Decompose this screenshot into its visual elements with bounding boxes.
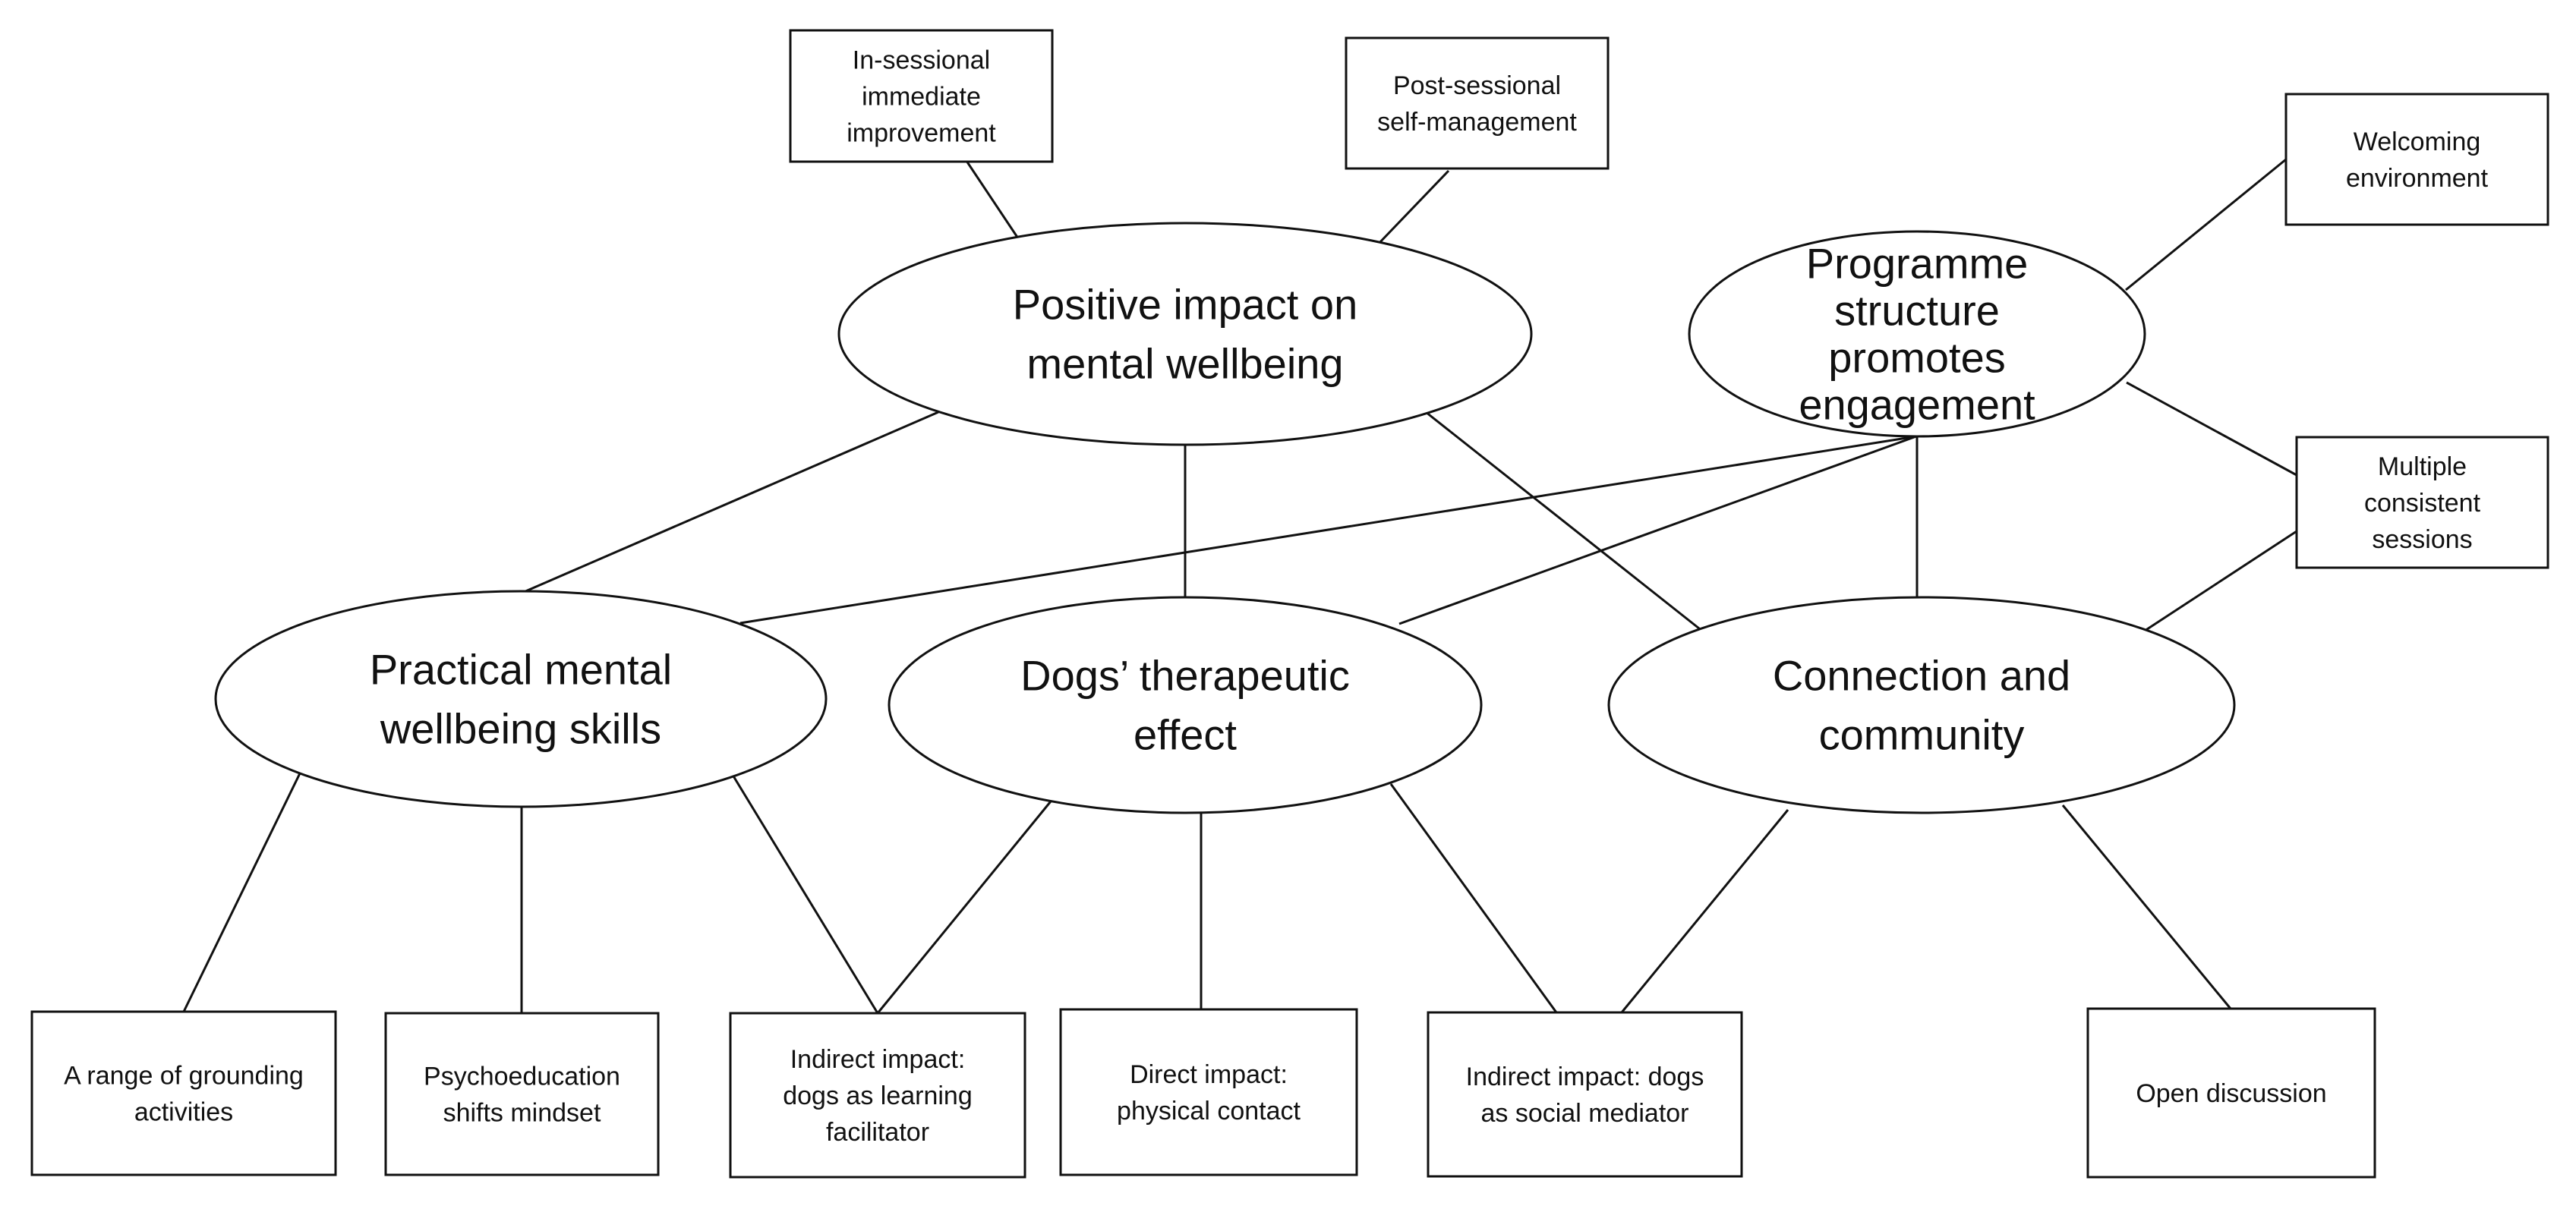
connector-line (1389, 783, 1558, 1013)
theme-ellipse (837, 222, 1533, 446)
subtheme-social: Indirect impact: dogs as social mediator (1427, 1011, 1743, 1178)
theme-label-line: Practical mental (370, 646, 672, 694)
connector-line (1398, 435, 1917, 625)
subtheme-label-line: Multiple (2378, 452, 2467, 481)
theme-positive: Positive impact on mental wellbeing (837, 222, 1533, 446)
connector-line (965, 160, 1023, 244)
connector-line (2142, 530, 2297, 634)
subtheme-box (789, 29, 1054, 163)
subtheme-label-line: physical contact (1117, 1097, 1301, 1126)
subtheme-label-line: Indirect impact: dogs (1466, 1063, 1704, 1091)
connector-line (2126, 381, 2297, 477)
subtheme-learning: Indirect impact: dogs as learning facilita… (729, 1012, 1026, 1179)
connector-line (1375, 169, 1450, 247)
connector-line (731, 774, 879, 1014)
subtheme-box (1059, 1008, 1358, 1176)
subtheme-multiple: Multiple consistent sessions (2295, 436, 2549, 569)
subtheme-box (1345, 36, 1610, 170)
connector-line (739, 435, 1917, 625)
subtheme-grounding: A range of grounding activities (30, 1010, 337, 1176)
subtheme-label-line: consistent (2364, 489, 2481, 518)
subtheme-label-line: as social mediator (1480, 1099, 1688, 1128)
subtheme-label-line: Indirect impact: (790, 1045, 966, 1074)
theme-label-line: promotes (1828, 334, 2005, 382)
connector-line (1425, 411, 1704, 633)
subtheme-box (30, 1010, 337, 1176)
subtheme-welcoming: Welcoming environment (2284, 93, 2549, 226)
theme-ellipse (214, 590, 828, 808)
theme-label-line: Connection and (1773, 652, 2070, 700)
connector-line (876, 797, 1055, 1014)
theme-label-line: engagement (1799, 381, 2035, 429)
theme-ellipse (1607, 596, 2236, 814)
subtheme-box (729, 1012, 1026, 1179)
theme-label-line: Positive impact on (1013, 281, 1357, 329)
subtheme-direct: Direct impact: physical contact (1059, 1008, 1358, 1176)
subtheme-open: Open discussion (2086, 1007, 2376, 1179)
subtheme-post-sessional: Post-sessional self-management (1345, 36, 1610, 170)
subtheme-label-line: shifts mindset (443, 1098, 601, 1127)
theme-label-line: mental wellbeing (1026, 340, 1343, 388)
subtheme-in-sessional: In-sessional immediate improvement (789, 29, 1054, 163)
subtheme-label-line: Welcoming (2354, 128, 2481, 156)
connector-line (523, 411, 939, 593)
connector-line (2125, 158, 2287, 291)
subtheme-label-line: self-management (1377, 108, 1577, 137)
subtheme-label-line: immediate (862, 82, 981, 111)
theme-label-line: Dogs’ therapeutic (1020, 652, 1350, 700)
subtheme-box (384, 1012, 660, 1176)
subtheme-label-line: Psychoeducation (424, 1062, 620, 1091)
subtheme-label-line: Open discussion (2136, 1079, 2326, 1108)
subtheme-label-line: dogs as learning (783, 1081, 973, 1110)
theme-ellipse (1688, 230, 2146, 438)
subtheme-label-line: facilitator (826, 1118, 929, 1147)
theme-ellipse (888, 596, 1483, 814)
theme-label-line: wellbeing skills (380, 705, 661, 753)
subtheme-label-line: Post-sessional (1393, 71, 1561, 100)
theme-practical: Practical mental wellbeing skills (214, 590, 828, 808)
subtheme-box (2284, 93, 2549, 226)
subtheme-psychoeducation: Psychoeducation shifts mindset (384, 1012, 660, 1176)
theme-label-line: Programme (1806, 240, 2029, 288)
connector-line (2061, 804, 2232, 1009)
subtheme-label-line: activities (134, 1097, 233, 1126)
subtheme-label-line: sessions (2372, 525, 2472, 554)
subtheme-box (2086, 1007, 2376, 1179)
theme-connection: Connection and community (1607, 596, 2236, 814)
subtheme-label-line: Direct impact: (1130, 1060, 1288, 1089)
connector-line (182, 773, 301, 1012)
subtheme-label-line: A range of grounding (64, 1061, 304, 1090)
subtheme-box (2295, 436, 2549, 569)
theme-label-line: effect (1134, 711, 1237, 759)
connector-line (1620, 809, 1789, 1013)
theme-label-line: community (1819, 711, 2025, 759)
theme-dogs: Dogs’ therapeutic effect (888, 596, 1483, 814)
theme-label-line: structure (1834, 287, 2000, 335)
subtheme-label-line: environment (2346, 164, 2489, 193)
subtheme-label-line: In-sessional (853, 46, 990, 74)
subtheme-label-line: improvement (847, 118, 996, 147)
subtheme-box (1427, 1011, 1743, 1178)
